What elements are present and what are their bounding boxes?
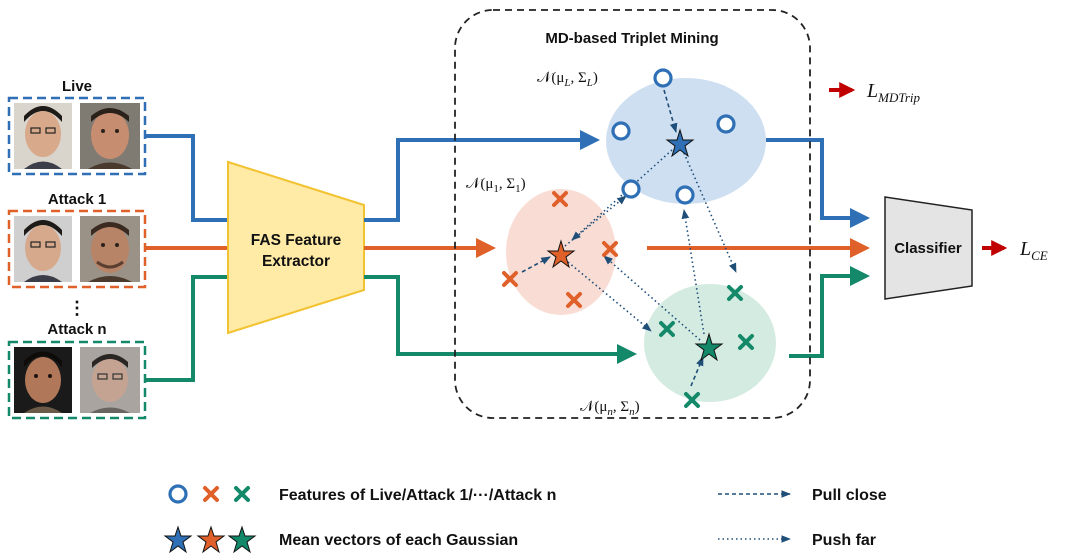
attack1-feature-point xyxy=(552,191,568,207)
legend-green-x-icon xyxy=(234,486,250,502)
legend-mean-symbols xyxy=(163,525,257,554)
push-arrow-attackn-attack1 xyxy=(603,255,701,341)
attackn-feature-point xyxy=(727,285,743,301)
attackn-feature-point xyxy=(738,334,754,350)
live-feature-point xyxy=(675,185,695,205)
attack1-feature-point xyxy=(502,271,518,287)
pull-arrow-live xyxy=(663,89,678,133)
classifier: Classifier xyxy=(884,196,973,300)
input-attack1-group: Attack 1 xyxy=(7,191,147,289)
attack1-label: Attack 1 xyxy=(48,191,106,208)
legend: Features of Live/Attack 1/···/Attack n M… xyxy=(163,484,887,554)
legend-orange-star-icon xyxy=(196,525,226,554)
triplet-mining-region: MD-based Triplet Mining 𝒩(μL, ΣL) 𝒩(μ1, … xyxy=(454,9,811,419)
attack1-face-1 xyxy=(14,216,72,282)
attackn-feature-point xyxy=(659,321,675,337)
attack1-feature-point xyxy=(602,241,618,257)
attackn-feature-point xyxy=(684,392,700,408)
mining-title: MD-based Triplet Mining xyxy=(545,30,718,47)
gaussian-attackn-label: 𝒩(μn, Σn) xyxy=(580,399,640,418)
legend-pull-text: Pull close xyxy=(812,487,887,504)
classifier-trapezoid xyxy=(884,196,973,300)
live-label: Live xyxy=(62,78,92,95)
live-to-classifier-arrow xyxy=(766,138,870,228)
attackn-face-1 xyxy=(14,347,72,413)
input-live-group: Live xyxy=(7,78,147,176)
mining-dashed-border xyxy=(454,9,811,419)
gaussian-attack1-label: 𝒩(μ1, Σ1) xyxy=(466,176,526,195)
live-feature-arrow xyxy=(364,130,600,222)
legend-features-text: Features of Live/Attack 1/···/Attack n xyxy=(279,487,556,504)
input-attackn-group: Attack n xyxy=(7,321,147,420)
live-feature-point xyxy=(716,114,736,134)
push-arrow-live-attackn xyxy=(683,152,737,273)
attackn-label: Attack n xyxy=(47,321,106,338)
input-flow-lines xyxy=(145,134,228,382)
push-arrow-attackn-live xyxy=(681,209,705,335)
legend-feature-symbols xyxy=(168,484,250,504)
pull-arrow-attack1 xyxy=(521,256,551,273)
attackn-feature-points xyxy=(659,285,754,408)
attack1-feature-point xyxy=(566,292,582,308)
feature-flow-lines xyxy=(364,130,870,364)
legend-orange-x-icon xyxy=(203,486,219,502)
live-face-1 xyxy=(14,103,72,169)
live-feature-point xyxy=(611,121,631,141)
legend-push-text: Push far xyxy=(812,532,876,549)
extractor-line1: FAS Feature xyxy=(251,232,342,249)
classifier-label: Classifier xyxy=(894,240,962,257)
attackn-feature-arrow xyxy=(364,275,637,364)
mdtrip-label: LMDTrip xyxy=(866,80,921,105)
legend-circle-icon xyxy=(168,484,188,504)
attackn-input-line xyxy=(145,275,228,382)
ellipsis-vertical: ⋮ xyxy=(68,298,86,318)
live-input-line xyxy=(145,134,228,222)
legend-means-text: Mean vectors of each Gaussian xyxy=(279,532,518,549)
pull-close-arrows xyxy=(521,89,704,387)
live-feature-point xyxy=(653,68,673,88)
legend-green-star-icon xyxy=(227,525,257,554)
mdtrip-loss: LMDTrip xyxy=(829,80,921,105)
ce-loss: LCE xyxy=(982,238,1048,263)
attackn-to-classifier-arrow xyxy=(789,266,870,358)
attack1-feature-points xyxy=(502,191,618,308)
push-far-arrows xyxy=(564,149,737,341)
live-feature-point xyxy=(621,179,641,199)
feature-extractor: FAS Feature Extractor xyxy=(227,160,365,335)
attackn-mean-star xyxy=(694,332,724,362)
attack1-mean-star xyxy=(546,239,576,269)
extractor-trapezoid xyxy=(227,160,365,335)
attackn-face-2 xyxy=(80,347,140,413)
pull-arrow-attackn xyxy=(690,356,704,387)
attack1-face-2 xyxy=(80,216,140,282)
extractor-line2: Extractor xyxy=(262,253,330,270)
legend-blue-star-icon xyxy=(163,525,193,554)
ce-label: LCE xyxy=(1019,238,1048,263)
gaussian-live-label: 𝒩(μL, ΣL) xyxy=(537,70,598,89)
live-feature-points xyxy=(611,68,736,205)
live-mean-star xyxy=(665,128,695,158)
live-face-2 xyxy=(80,103,140,169)
